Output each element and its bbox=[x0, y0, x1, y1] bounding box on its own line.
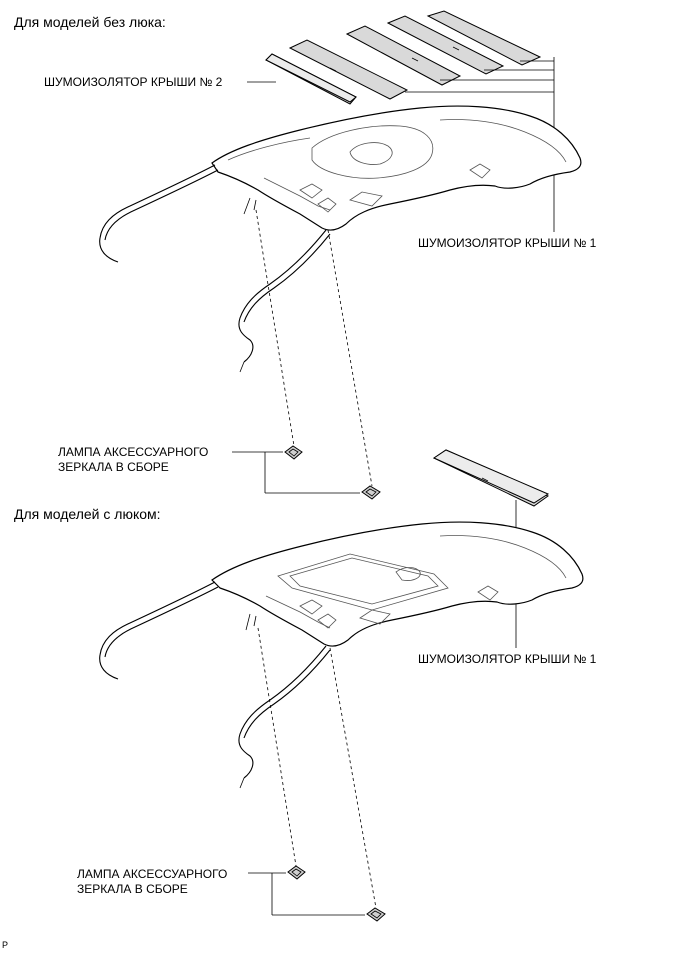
dashed-guide-bottom-1 bbox=[257, 627, 297, 867]
label-roof-insulator-1-bottom: ШУМОИЗОЛЯТОР КРЫШИ № 1 bbox=[418, 652, 597, 666]
leader-mirror-lamp-top bbox=[232, 451, 360, 494]
leader-mirror-lamp-bottom bbox=[248, 872, 365, 916]
footer-code: P bbox=[2, 940, 9, 950]
wire-harness-top bbox=[99, 164, 331, 373]
mirror-lamp-bottom-a bbox=[287, 865, 306, 880]
roof-insulator-no2-pad bbox=[265, 53, 357, 105]
dashed-guide-top-1 bbox=[255, 209, 295, 447]
mirror-lamp-top-b bbox=[361, 485, 381, 500]
mirror-lamp-bottom-b bbox=[366, 907, 386, 922]
section-title-no-sunroof: Для моделей без люка: bbox=[14, 14, 166, 30]
headliner-top bbox=[211, 105, 582, 231]
label-roof-insulator-1-top: ШУМОИЗОЛЯТОР КРЫШИ № 1 bbox=[418, 236, 597, 250]
dashed-guide-top-2 bbox=[327, 229, 373, 487]
headliner-bottom bbox=[211, 521, 584, 647]
label-roof-insulator-2: ШУМОИЗОЛЯТОР КРЫШИ № 2 bbox=[44, 75, 223, 89]
label-mirror-lamp-top: ЛАМПА АКСЕССУАРНОГО ЗЕРКАЛА В СБОРЕ bbox=[58, 445, 209, 474]
roof-insulator-no1-pads bbox=[288, 10, 542, 100]
roof-insulator-no1-pad-sunroof bbox=[432, 449, 550, 507]
dashed-guide-bottom-2 bbox=[329, 647, 377, 909]
label-mirror-lamp-bottom: ЛАМПА АКСЕССУАРНОГО ЗЕРКАЛА В СБОРЕ bbox=[77, 867, 228, 896]
wire-harness-bottom bbox=[99, 581, 331, 789]
mirror-lamp-top-a bbox=[284, 445, 303, 460]
section-title-with-sunroof: Для моделей с люком: bbox=[14, 506, 161, 522]
